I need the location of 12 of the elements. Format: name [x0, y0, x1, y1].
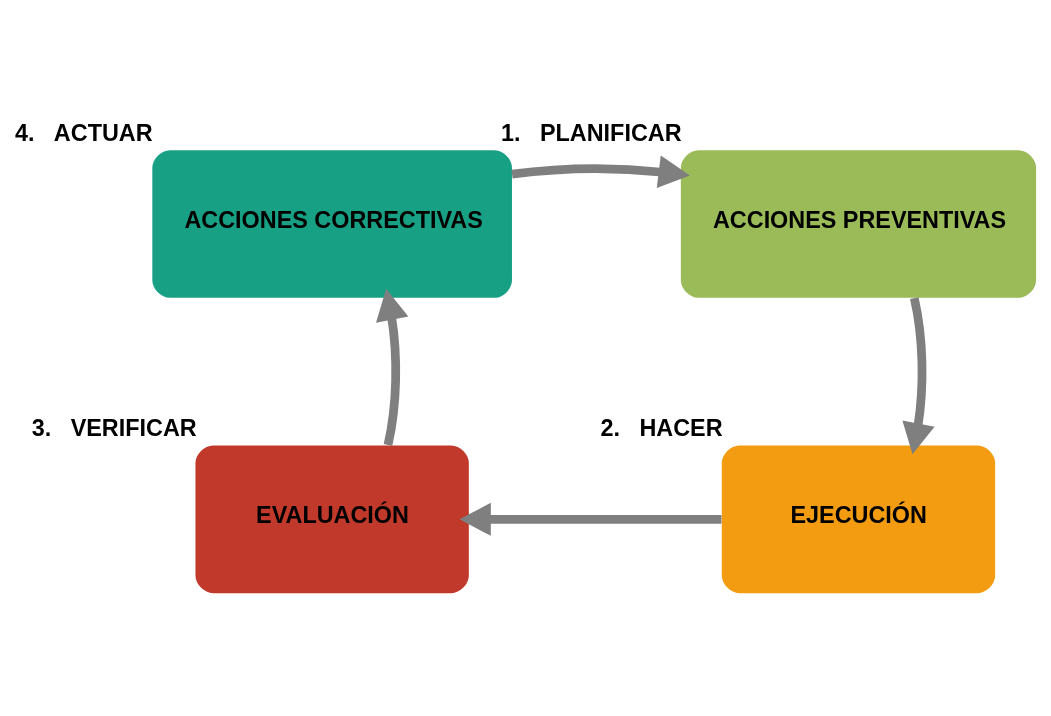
node-box: ACCIONES CORRECTIVAS [152, 149, 512, 298]
node-box: ACCIONES PREVENTIVAS [680, 149, 1037, 298]
node-label: 1. PLANIFICAR [501, 119, 682, 146]
node-label: 4. ACTUAR [14, 119, 153, 146]
node-label: 3. VERIFICAR [31, 414, 197, 441]
arrow [459, 502, 722, 536]
node-box: EVALUACIÓN [195, 445, 469, 593]
arrow [902, 296, 935, 454]
arrow [511, 154, 690, 188]
node-box: EJECUCIÓN [721, 445, 996, 593]
node-label: 2. HACER [600, 414, 723, 441]
arrow [376, 288, 409, 446]
